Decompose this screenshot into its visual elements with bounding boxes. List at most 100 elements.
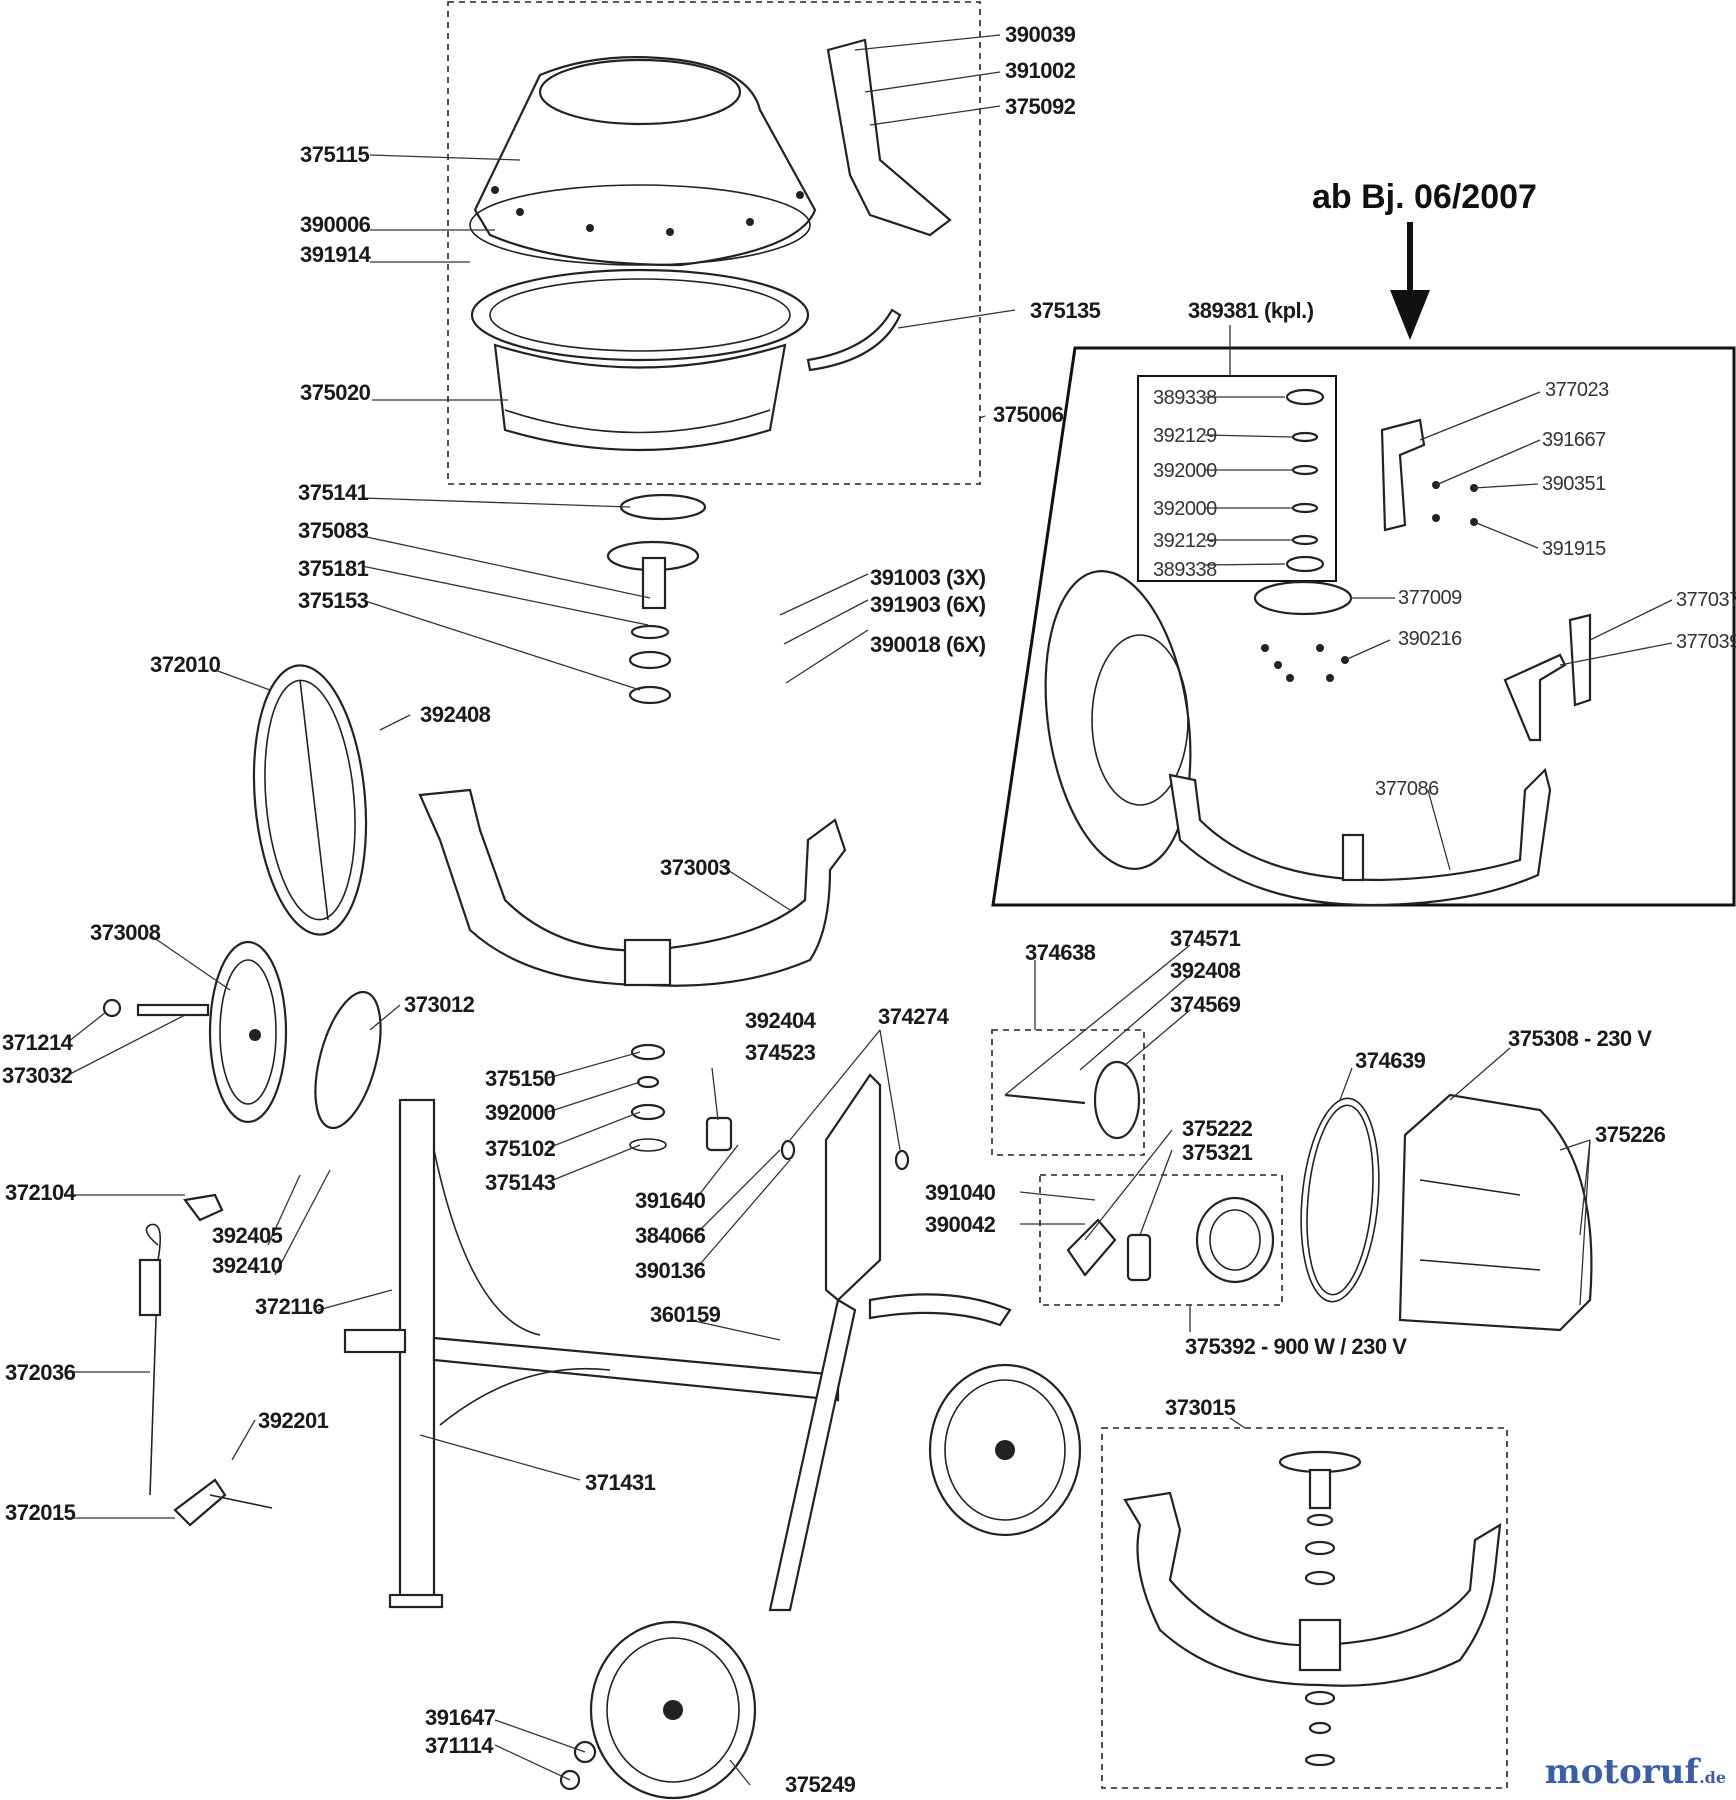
label-377037: 377037 xyxy=(1676,589,1736,611)
cover-disc xyxy=(314,990,382,1130)
washer-371214 xyxy=(102,998,122,1018)
inset-hub xyxy=(1341,833,1365,882)
label-392410: 392410 xyxy=(212,1253,283,1278)
label-377009: 377009 xyxy=(1398,587,1462,609)
label-373015: 373015 xyxy=(1165,1395,1236,1420)
label-390039: 390039 xyxy=(1005,22,1076,47)
label-375249: 375249 xyxy=(785,1772,856,1797)
drum-assembly-box xyxy=(447,1,981,485)
part-labels: 390039 391002 375092 375115 390006 39191… xyxy=(2,22,1736,1797)
label-390006: 390006 xyxy=(300,212,371,237)
label-373032: 373032 xyxy=(2,1063,73,1088)
label-392129a: 392129 xyxy=(1153,425,1217,447)
label-391040: 391040 xyxy=(925,1180,996,1205)
tilt-lever-rod xyxy=(145,1223,161,1496)
label-391903: 391903 (6X) xyxy=(870,592,986,617)
label-392201: 392201 xyxy=(258,1408,329,1433)
label-375222: 375222 xyxy=(1182,1116,1253,1141)
motor xyxy=(1066,1196,1275,1284)
label-372104: 372104 xyxy=(5,1180,77,1205)
drum-frame-373003 xyxy=(418,788,847,987)
drive-belt xyxy=(1300,1097,1380,1303)
label-375226: 375226 xyxy=(1595,1122,1666,1147)
label-371431: 371431 xyxy=(585,1470,656,1495)
leader-lines xyxy=(67,34,1673,1786)
label-384066: 384066 xyxy=(635,1223,706,1248)
mixing-blade xyxy=(826,38,952,237)
bearing-flange-stack xyxy=(606,493,707,705)
frame-hub xyxy=(623,938,672,987)
label-375102: 375102 xyxy=(485,1136,556,1161)
bracket-377037 xyxy=(1568,613,1592,707)
label-371214: 371214 xyxy=(2,1030,74,1055)
kit-rings xyxy=(1285,388,1325,573)
assembly-box-373015 xyxy=(1101,1427,1508,1789)
label-391914: 391914 xyxy=(300,242,372,267)
lever-bracket xyxy=(183,1193,224,1222)
label-372010: 372010 xyxy=(150,652,221,677)
label-391003: 391003 (3X) xyxy=(870,565,986,590)
label-390351: 390351 xyxy=(1542,473,1606,495)
label-390042: 390042 xyxy=(925,1212,996,1237)
label-374571: 374571 xyxy=(1170,926,1241,951)
flange-377009 xyxy=(1253,580,1353,616)
gearbox-plate xyxy=(824,1073,882,1302)
label-389381: 389381 (kpl.) xyxy=(1188,298,1314,323)
label-377086: 377086 xyxy=(1375,778,1439,800)
label-375115: 375115 xyxy=(300,142,369,167)
label-375321: 375321 xyxy=(1182,1140,1253,1165)
label-375006: 375006 xyxy=(993,402,1064,427)
label-371114: 371114 xyxy=(425,1733,494,1758)
ring-stack xyxy=(629,1043,667,1152)
bearing-374274 xyxy=(780,1139,796,1161)
bracket-377039 xyxy=(1503,653,1567,742)
label-392404: 392404 xyxy=(745,1008,817,1033)
label-373003: 373003 xyxy=(660,855,731,880)
label-374639: 374639 xyxy=(1355,1048,1426,1073)
label-373008: 373008 xyxy=(90,920,161,945)
year-arrow-head xyxy=(1390,290,1430,340)
label-375020: 375020 xyxy=(300,380,371,405)
label-375083: 375083 xyxy=(298,518,369,543)
label-377023: 377023 xyxy=(1545,379,1609,401)
label-392000a: 392000 xyxy=(485,1100,556,1125)
bolts-390216 xyxy=(1261,644,1349,682)
logo-suffix: .de xyxy=(1699,1768,1726,1787)
label-391667: 391667 xyxy=(1542,429,1606,451)
bearing-374274b xyxy=(894,1149,910,1171)
label-374523: 374523 xyxy=(745,1040,816,1065)
label-391640: 391640 xyxy=(635,1188,706,1213)
label-360159: 360159 xyxy=(650,1302,721,1327)
label-375135: 375135 xyxy=(1030,298,1101,323)
inset-wheel xyxy=(1044,570,1192,870)
label-389338b: 389338 xyxy=(1153,559,1217,581)
gear-box-374638 xyxy=(991,1029,1145,1156)
label-375153: 375153 xyxy=(298,588,369,613)
bearing-stack-373015 xyxy=(1278,1450,1362,1767)
label-392000b: 392000 xyxy=(1153,460,1217,482)
wheel-374569 xyxy=(1093,1060,1141,1140)
frame-377086 xyxy=(1168,767,1552,907)
label-374638: 374638 xyxy=(1025,940,1096,965)
axle-pin xyxy=(136,1003,210,1017)
pinion-gear xyxy=(705,1116,733,1152)
spring xyxy=(138,1258,162,1317)
label-392405: 392405 xyxy=(212,1223,283,1248)
label-375181: 375181 xyxy=(298,556,369,581)
motor-box xyxy=(1039,1174,1283,1306)
label-375141: 375141 xyxy=(298,480,369,505)
label-389338a: 389338 xyxy=(1153,387,1217,409)
gear-segment xyxy=(806,308,902,372)
main-frame xyxy=(343,1098,1012,1612)
label-392129b: 392129 xyxy=(1153,530,1217,552)
label-372036: 372036 xyxy=(5,1360,76,1385)
logo-main: motoruf xyxy=(1544,1752,1700,1792)
label-390216: 390216 xyxy=(1398,628,1462,650)
label-375308: 375308 - 230 V xyxy=(1508,1026,1652,1051)
wheel-right xyxy=(928,1363,1082,1537)
label-375392: 375392 - 900 W / 230 V xyxy=(1185,1334,1407,1359)
frame-hub-373015 xyxy=(1298,1618,1342,1672)
label-390136: 390136 xyxy=(635,1258,706,1283)
label-372116: 372116 xyxy=(255,1294,324,1319)
